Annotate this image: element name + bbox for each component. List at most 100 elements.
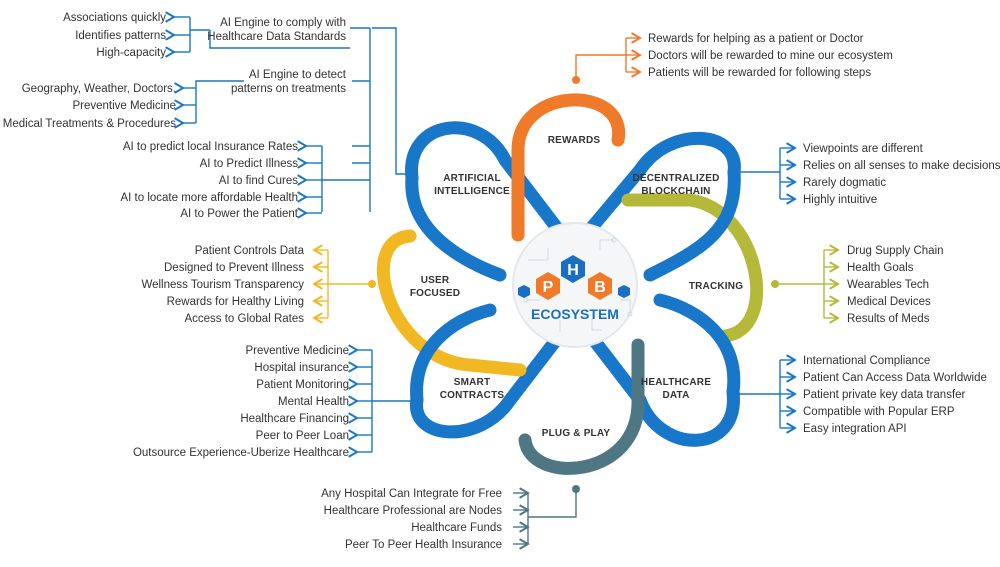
- contracts-item: Preventive Medicine: [245, 345, 349, 357]
- ai-standards-item: High-capacity: [96, 47, 166, 59]
- data-item: Compatible with Popular ERP: [803, 406, 955, 418]
- ai-standards-item: Identifies patterns: [75, 30, 166, 42]
- tracking-item: Drug Supply Chain: [847, 245, 944, 257]
- petal-label-contracts-1: SMART: [454, 377, 491, 388]
- blockchain-item: Relies on all senses to make decisions: [803, 160, 1000, 172]
- contracts-item: Peer to Peer Loan: [256, 430, 349, 442]
- ai-item: AI to predict local Insurance Rates: [123, 141, 298, 153]
- contracts-item: Outsource Experience-Uberize Healthcare: [133, 447, 349, 459]
- petal-loop-blockchain-lower: [643, 165, 741, 282]
- user-branch-text: Patient Controls Data Designed to Preven…: [141, 245, 304, 325]
- petal-label-blockchain-1: DECENTRALIZED: [632, 173, 719, 184]
- petal-loop-plug: [518, 338, 645, 475]
- ai-patterns-item: Geography, Weather, Doctors.: [22, 83, 176, 95]
- hex-letter-b: B: [594, 279, 606, 296]
- petal-loop-ai-lower: [405, 171, 507, 282]
- ai-branch: [174, 17, 414, 213]
- ai-patterns-line-1: AI Engine to detect: [249, 69, 347, 81]
- data-branch: [736, 360, 795, 428]
- hex-b: [588, 272, 612, 300]
- data-item: Patient Can Access Data Worldwide: [803, 372, 987, 384]
- petal-loop-contracts: [410, 328, 567, 439]
- petal-loop-ai: [405, 121, 567, 239]
- contracts-branch-text: Preventive Medicine Hospital insurance P…: [133, 345, 349, 459]
- rewards-item: Rewards for helping as a patient or Doct…: [648, 33, 864, 45]
- hex-p: [536, 272, 560, 300]
- contracts-branch: [357, 350, 414, 452]
- blockchain-branch: [736, 148, 795, 199]
- hex-letter-h: H: [567, 262, 579, 279]
- petal-loop-user: [376, 229, 527, 377]
- petal-loop-data-upper: [653, 293, 741, 399]
- petal-label-contracts-2: CONTRACTS: [440, 390, 505, 401]
- ai-patterns-item: Preventive Medicine: [72, 100, 176, 112]
- flower: [376, 93, 764, 475]
- ai-item: AI to find Cures: [219, 175, 299, 187]
- petal-label-blockchain-2: BLOCKCHAIN: [641, 186, 710, 197]
- user-item: Patient Controls Data: [195, 245, 305, 257]
- user-item: Access to Global Rates: [184, 313, 304, 325]
- ai-patterns-line-2: patterns on treatments: [231, 83, 346, 95]
- circuit-pattern: [523, 237, 633, 332]
- ai-item: AI to Predict Illness: [200, 158, 299, 170]
- rewards-branch-text: Rewards for helping as a patient or Doct…: [648, 33, 893, 79]
- rewards-branch: [575, 38, 640, 80]
- data-item: Patient private key data transfer: [803, 389, 966, 401]
- contracts-item: Hospital insurance: [254, 362, 349, 374]
- blockchain-item: Rarely dogmatic: [803, 177, 886, 189]
- blockchain-item: Viewpoints are different: [803, 143, 924, 155]
- tracking-item: Medical Devices: [847, 296, 931, 308]
- petal-labels: ARTIFICIAL INTELLIGENCE REWARDS DECENTRA…: [410, 135, 743, 439]
- blockchain-item: Highly intuitive: [803, 194, 877, 206]
- ai-standards-line-2: Healthcare Data Standards: [207, 31, 346, 43]
- plug-branch-text: Any Hospital Can Integrate for Free Heal…: [321, 488, 502, 551]
- petal-label-data-1: HEALTHCARE: [641, 377, 711, 388]
- petal-loop-data: [583, 328, 740, 447]
- data-item: International Compliance: [803, 355, 930, 367]
- hex-h: [561, 255, 585, 283]
- petal-label-data-2: DATA: [662, 390, 689, 401]
- blockchain-branch-text: Viewpoints are different Relies on all s…: [803, 143, 1000, 206]
- petal-loop-rewards: [511, 93, 626, 242]
- contracts-item: Patient Monitoring: [256, 379, 349, 391]
- hex-logo: P H B: [518, 255, 630, 300]
- rewards-item: Patients will be rewarded for following …: [648, 67, 871, 79]
- contracts-item: Healthcare Financing: [240, 413, 349, 425]
- plug-branch: [513, 489, 577, 544]
- ai-branch-text: AI Engine to comply with Healthcare Data…: [3, 12, 347, 220]
- rewards-item: Doctors will be rewarded to mine our eco…: [648, 50, 893, 62]
- ai-item: AI to Power the Patient: [180, 208, 298, 220]
- plug-item: Any Hospital Can Integrate for Free: [321, 488, 502, 500]
- ai-standards-item: Associations quickly: [63, 12, 166, 24]
- petal-label-plug: PLUG & PLAY: [542, 428, 611, 439]
- plug-item: Peer To Peer Health Insurance: [345, 539, 502, 551]
- tracking-branch: [775, 250, 838, 318]
- user-item: Rewards for Healthy Living: [167, 296, 304, 308]
- plug-item: Healthcare Funds: [411, 522, 502, 534]
- petal-label-tracking: TRACKING: [689, 281, 743, 292]
- tracking-branch-text: Drug Supply Chain Health Goals Wearables…: [847, 245, 944, 325]
- plug-item: Healthcare Professional are Nodes: [324, 505, 503, 517]
- data-item: Easy integration API: [803, 423, 907, 435]
- tracking-item: Results of Meds: [847, 313, 930, 325]
- user-branch: [314, 250, 372, 318]
- petal-loop-contracts-upper: [410, 303, 497, 407]
- petal-loop-blockchain: [581, 131, 741, 239]
- petal-label-ai-1: ARTIFICIAL: [443, 173, 501, 184]
- ai-item: AI to locate more affordable Health: [120, 192, 298, 204]
- petal-label-user-1: USER: [421, 275, 450, 286]
- petal-label-user-2: FOCUSED: [410, 288, 460, 299]
- tracking-item: Wearables Tech: [847, 279, 929, 291]
- petal-loop-tracking: [621, 193, 764, 343]
- contracts-item: Mental Health: [278, 396, 349, 408]
- ai-standards-line-1: AI Engine to comply with: [220, 17, 346, 29]
- data-branch-text: International Compliance Patient Can Acc…: [803, 355, 987, 435]
- hex-letter-p: P: [543, 279, 554, 296]
- user-item: Wellness Tourism Transparency: [141, 279, 304, 291]
- ai-patterns-item: Medical Treatments & Procedures: [3, 118, 176, 130]
- user-item: Designed to Prevent Illness: [164, 262, 304, 274]
- center-disc: [512, 222, 638, 348]
- ecosystem-title: ECOSYSTEM: [531, 306, 619, 322]
- petal-label-rewards: REWARDS: [548, 135, 601, 146]
